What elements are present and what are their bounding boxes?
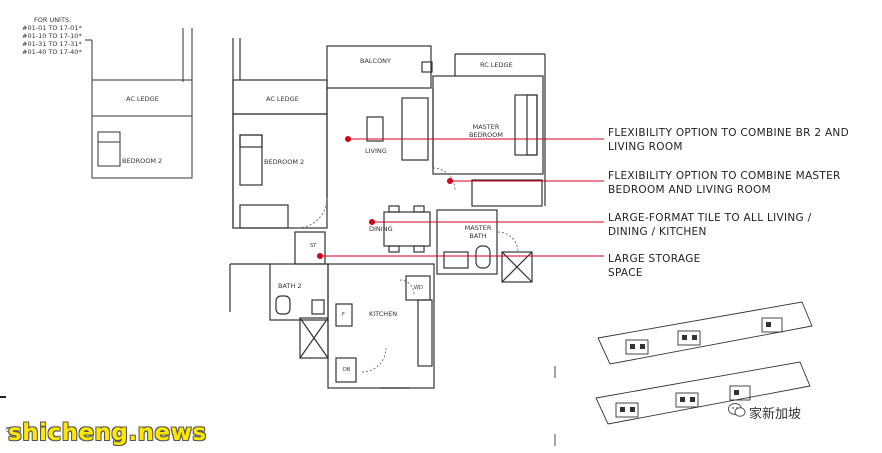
callout-line: SPACE [608,267,643,279]
room-label-line: MASTER [464,224,492,232]
units-title: FOR UNITS: [34,16,72,24]
callout-line: DINING / KITCHEN [608,226,707,238]
room-label-bath2: BATH 2 [278,282,302,290]
room-label-wd: WD [414,285,423,291]
neighbour-unit [85,28,193,179]
callout-lines [316,135,604,260]
unit-range: #01-40 TO 17-40* [22,48,82,56]
room-label-dining: DINING [369,225,393,233]
scale-label: 5M [6,427,16,434]
room-label-line: BATH [469,232,487,240]
site-key-plan [554,301,813,446]
room-label-master-bedroom: MASTER BEDROOM [466,123,506,139]
room-label-bedroom2-left: BEDROOM 2 [122,157,163,165]
room-label-bedroom2: BEDROOM 2 [264,158,305,166]
room-label-db: DB [343,367,351,373]
room-label-living: LIVING [365,147,387,155]
watermark-text: shicheng.news [8,420,207,446]
room-label-ac-ledge: AC LEDGE [266,95,299,103]
brand-name: 家新加坡 [749,407,802,422]
room-label-rc-ledge: RC LEDGE [480,61,513,69]
room-label-ac-ledge-left: AC LEDGE [126,95,159,103]
callout-combine-br2: FLEXIBILITY OPTION TO COMBINE BR 2 AND L… [608,126,849,154]
room-label-line: MASTER [472,123,500,131]
wechat-logo-icon [728,403,746,417]
callout-line: BEDROOM AND LIVING ROOM [608,184,771,196]
door-swings [296,167,519,373]
room-label-f: F [342,312,345,318]
callout-storage: LARGE STORAGE SPACE [608,252,701,280]
callout-line: FLEXIBILITY OPTION TO COMBINE BR 2 AND [608,127,849,139]
units-header: FOR UNITS: #01-01 TO 17-01* #01-10 TO 17… [22,16,82,56]
callout-line: LIVING ROOM [608,141,683,153]
callout-large-format-tile: LARGE-FORMAT TILE TO ALL LIVING / DINING… [608,211,811,239]
room-label-st: ST [310,243,317,249]
room-label-line: BEDROOM [469,131,503,139]
callout-combine-master: FLEXIBILITY OPTION TO COMBINE MASTER BED… [608,169,841,197]
main-unit-walls [229,38,546,389]
callout-line: LARGE-FORMAT TILE TO ALL LIVING / [608,212,812,224]
room-label-master-bath: MASTER BATH [460,224,496,240]
unit-range: #01-31 TO 17-31* [22,40,82,48]
scale-bar-tick [0,396,6,398]
callout-line: FLEXIBILITY OPTION TO COMBINE MASTER [608,170,841,182]
unit-range: #01-10 TO 17-10* [22,32,82,40]
room-label-kitchen: KITCHEN [369,310,398,318]
room-label-balcony: BALCONY [360,57,392,65]
site-blocks-fill [620,322,771,412]
unit-range: #01-01 TO 17-01* [22,24,82,32]
callout-line: LARGE STORAGE [608,253,701,265]
